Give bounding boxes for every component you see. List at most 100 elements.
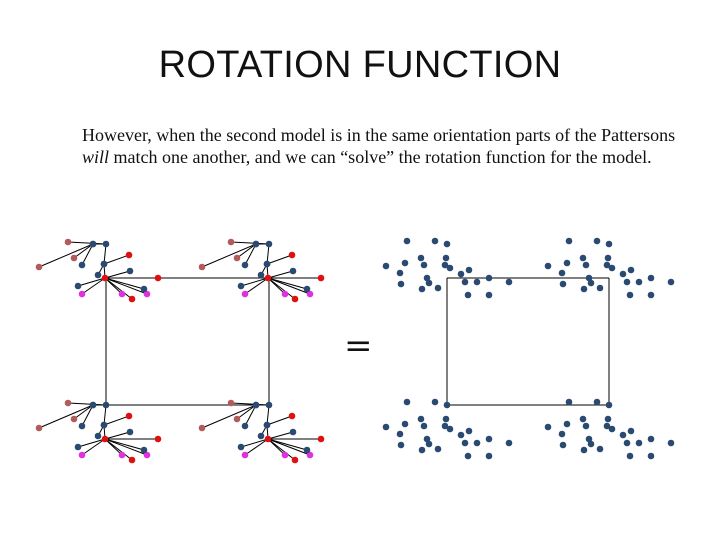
bond-line (267, 431, 294, 440)
patterson-peak-dot (608, 425, 616, 433)
bond-line (266, 415, 293, 426)
atom-dot (125, 251, 133, 259)
patterson-peak-dot (446, 425, 454, 433)
bond-line (81, 438, 106, 456)
bond-line (267, 277, 308, 290)
bond-line (81, 404, 94, 427)
equals-sign: = (344, 326, 373, 366)
patterson-peak-dot (465, 266, 473, 274)
bond-line (103, 243, 107, 265)
patterson-peak-dot (420, 422, 428, 430)
atom-dot (317, 274, 325, 282)
atom-dot (263, 260, 271, 268)
body-text-end: match one another, and we can “solve” th… (109, 147, 652, 167)
patterson-peak-dot (396, 269, 404, 277)
atom-dot (125, 412, 133, 420)
bond-line (77, 277, 106, 287)
bond-line (267, 438, 296, 461)
patterson-peak-dot (627, 427, 635, 435)
patterson-peak-dot (544, 423, 552, 431)
bond-line (201, 243, 257, 268)
patterson-peak-dot (461, 439, 469, 447)
atom-dot (101, 274, 109, 282)
patterson-peak-dot (580, 285, 588, 293)
patterson-peak-dot (441, 422, 449, 430)
patterson-peak-dot (485, 274, 493, 282)
patterson-peak-dot (397, 441, 405, 449)
bond-line (244, 438, 269, 456)
patterson-peak-dot (593, 398, 601, 406)
atom-dot (288, 251, 296, 259)
atom-dot (303, 285, 311, 293)
patterson-peak-dot (587, 440, 595, 448)
colored-model-patterson (35, 238, 325, 464)
atom-dot (281, 451, 289, 459)
patterson-peak-dot (667, 439, 675, 447)
atom-dot (126, 267, 134, 275)
bond-line (201, 404, 257, 429)
patterson-peak-dot (485, 435, 493, 443)
bond-line (267, 438, 311, 456)
bond-line (73, 243, 94, 259)
patterson-peak-dot (667, 278, 675, 286)
patterson-peak-dot (396, 430, 404, 438)
atom-dot (74, 443, 82, 451)
patterson-peak-dot (582, 422, 590, 430)
patterson-peak-dot (442, 254, 450, 262)
patterson-peak-dot (473, 439, 481, 447)
atom-dot (128, 295, 136, 303)
patterson-peak-dot (473, 278, 481, 286)
bond-line (267, 277, 296, 300)
atom-dot (289, 267, 297, 275)
atom-dot (233, 254, 241, 262)
atom-dot (317, 435, 325, 443)
bond-line (73, 404, 94, 420)
atom-dot (64, 238, 72, 246)
patterson-peak-dot (593, 237, 601, 245)
atom-dot (140, 285, 148, 293)
patterson-peak-dot (420, 261, 428, 269)
patterson-peak-dot (464, 452, 472, 460)
atom-dot (94, 432, 102, 440)
atom-dot (78, 422, 86, 430)
patterson-peak-dot (401, 420, 409, 428)
patterson-peak-dot (623, 278, 631, 286)
atom-dot (227, 399, 235, 407)
patterson-peak-dot (423, 274, 431, 282)
atom-dot (198, 424, 206, 432)
blue-patterson-map (382, 237, 675, 460)
atom-dot (102, 401, 110, 409)
bond-line (104, 277, 148, 295)
patterson-peak-dot (563, 259, 571, 267)
patterson-peak-dot (434, 284, 442, 292)
atom-dot (89, 401, 97, 409)
bond-line (104, 438, 133, 461)
patterson-peak-dot (485, 452, 493, 460)
atom-dot (265, 401, 273, 409)
atom-dot (102, 240, 110, 248)
bond-line (38, 243, 94, 268)
atom-dot (241, 290, 249, 298)
atom-dot (118, 451, 126, 459)
atom-dot (118, 290, 126, 298)
bond-line (81, 277, 106, 295)
bond-line (104, 277, 133, 300)
patterson-peak-dot (596, 445, 604, 453)
atom-dot (154, 435, 162, 443)
body-text-emphasis: will (82, 147, 110, 167)
patterson-peak-dot (604, 254, 612, 262)
bond-line (266, 254, 293, 265)
patterson-peak-dot (434, 445, 442, 453)
patterson-peak-dot (626, 452, 634, 460)
patterson-peak-dot (559, 280, 567, 288)
patterson-peak-dot (623, 439, 631, 447)
bond-line (103, 415, 130, 426)
atom-dot (306, 451, 314, 459)
bond-line (81, 243, 94, 266)
patterson-peak-dot (505, 278, 513, 286)
patterson-peak-dot (604, 415, 612, 423)
bond-line (103, 404, 107, 426)
atom-dot (303, 446, 311, 454)
patterson-peak-dot (423, 435, 431, 443)
patterson-peak-dot (579, 415, 587, 423)
